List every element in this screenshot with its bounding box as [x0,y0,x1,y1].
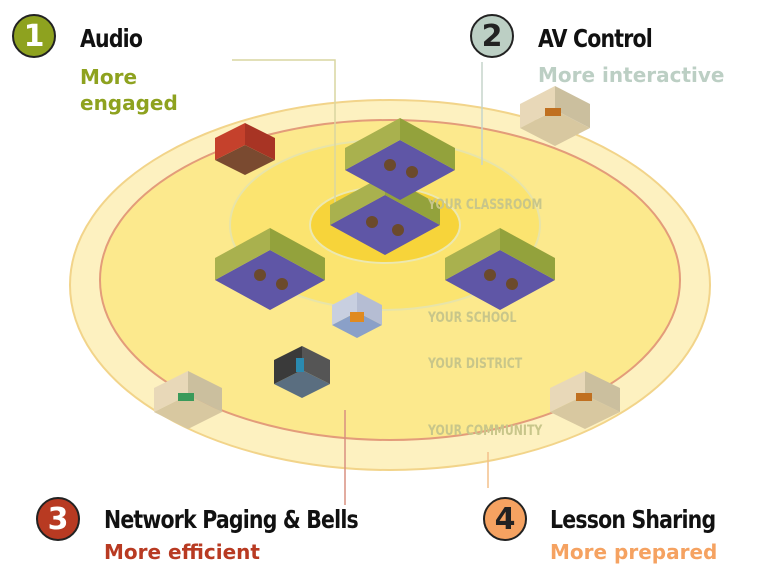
home-right [550,371,620,429]
av-control-title: AV Control [538,24,653,53]
lesson-number-badge: 4 [483,497,527,541]
label-district: YOUR DISTRICT [428,356,523,372]
av-control-subtitle: More interactive [538,63,725,87]
av-control-number-badge: 2 [470,14,514,58]
office-room [332,292,382,338]
paging-number-badge: 3 [36,497,80,541]
lesson-title: Lesson Sharing [550,505,716,534]
classroom-left [215,228,325,310]
paging-subtitle: More efficient [104,540,260,564]
paging-title: Network Paging & Bells [104,505,359,534]
elevator-room [274,346,330,398]
audio-connector [232,59,336,205]
classroom-right [445,228,555,310]
music-room [215,123,275,175]
lesson-subtitle: More prepared [550,540,718,564]
classroom-top [345,118,455,200]
home-top-right [520,86,590,146]
audio-subtitle: More engaged [80,65,178,115]
label-classroom: YOUR CLASSROOM [428,197,543,213]
audio-title: Audio [80,24,143,53]
label-school: YOUR SCHOOL [428,310,517,326]
classroom-center [330,175,440,255]
home-left [154,371,222,429]
audio-number-badge: 1 [12,14,56,58]
label-community: YOUR COMMUNITY [428,423,543,439]
